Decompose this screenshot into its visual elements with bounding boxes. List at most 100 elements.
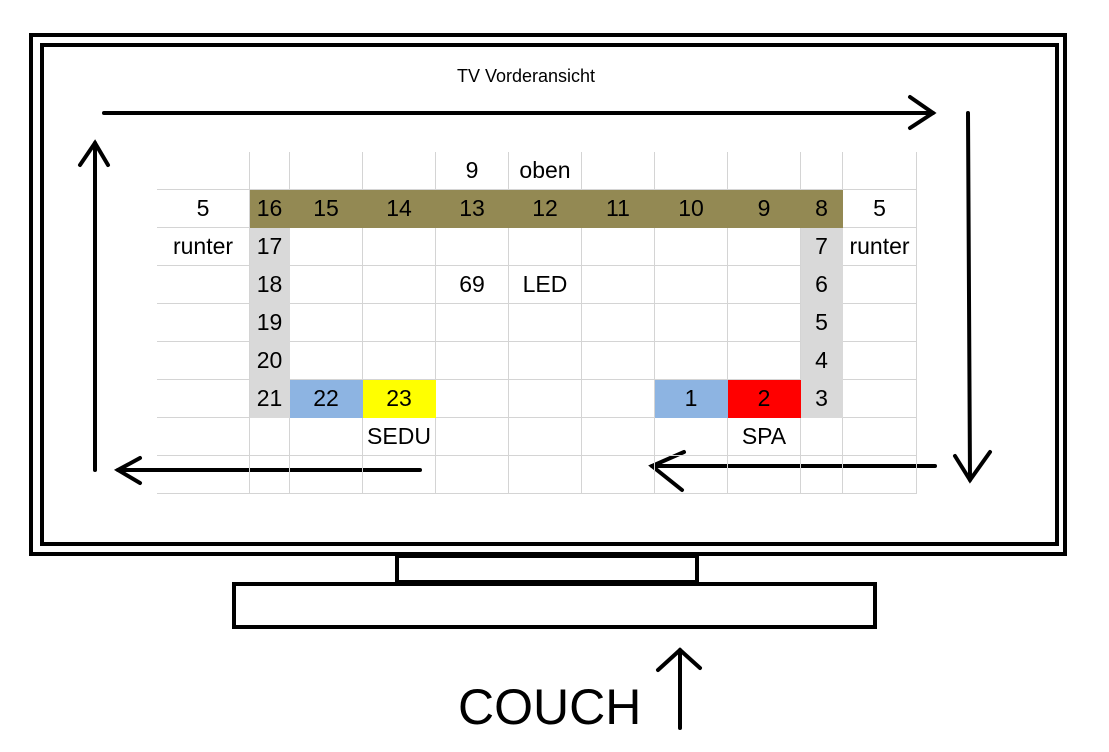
grid-cell (290, 456, 363, 494)
grid-cell (801, 418, 843, 456)
grid-cell (363, 266, 436, 304)
grid-cell (363, 228, 436, 266)
grid-cell (728, 342, 801, 380)
grid-cell-3: 3 (801, 380, 843, 418)
arrow-down-right-icon (953, 111, 992, 484)
grid-cell (509, 304, 582, 342)
grid-cell-11: 11 (582, 190, 655, 228)
grid-cell-oben: oben (509, 152, 582, 190)
grid-cell (582, 380, 655, 418)
grid-cell (509, 456, 582, 494)
grid-cell (843, 418, 917, 456)
arrow-left-bottom-left-icon (113, 456, 422, 485)
grid-cell (582, 228, 655, 266)
grid-cell (655, 266, 728, 304)
grid-cell (157, 456, 250, 494)
grid-cell (157, 380, 250, 418)
grid-cell-69: 69 (436, 266, 509, 304)
grid-cell-9: 9 (728, 190, 801, 228)
grid-cell (843, 342, 917, 380)
grid-cell-23: 23 (363, 380, 436, 418)
grid-cell-17: 17 (250, 228, 290, 266)
grid-cell-4: 4 (801, 342, 843, 380)
grid-cell-runter: runter (157, 228, 250, 266)
grid-cell (509, 342, 582, 380)
grid-cell (250, 456, 290, 494)
grid-cell (655, 228, 728, 266)
grid-cell (290, 304, 363, 342)
grid-cell (655, 418, 728, 456)
grid-cell (582, 418, 655, 456)
grid-cell (801, 152, 843, 190)
grid-cell (250, 418, 290, 456)
grid-cell-led: LED (509, 266, 582, 304)
grid-cell-spa: SPA (728, 418, 801, 456)
grid-cell (157, 418, 250, 456)
grid-cell (436, 228, 509, 266)
grid-cell (436, 304, 509, 342)
grid-cell (250, 152, 290, 190)
grid-cell-16: 16 (250, 190, 290, 228)
grid-cell (801, 456, 843, 494)
grid-cell (157, 152, 250, 190)
grid-cell-18: 18 (250, 266, 290, 304)
grid-cell (843, 380, 917, 418)
grid-cell-15: 15 (290, 190, 363, 228)
grid-cell (728, 228, 801, 266)
grid-cell (157, 342, 250, 380)
grid-cell (157, 304, 250, 342)
grid-cell (655, 456, 728, 494)
grid-cell (655, 152, 728, 190)
grid-cell (363, 456, 436, 494)
grid-cell (655, 342, 728, 380)
grid-cell-8: 8 (801, 190, 843, 228)
grid-cell (582, 266, 655, 304)
grid-cell (582, 152, 655, 190)
grid-cell-14: 14 (363, 190, 436, 228)
grid-cell (728, 304, 801, 342)
grid-cell (290, 342, 363, 380)
grid-cell (843, 456, 917, 494)
grid-cell (509, 380, 582, 418)
arrow-left-bottom-right-icon (648, 450, 937, 492)
grid-cell (363, 304, 436, 342)
grid-cell (157, 266, 250, 304)
grid-cell (436, 418, 509, 456)
grid-cell (728, 152, 801, 190)
grid-cell-runter: runter (843, 228, 917, 266)
grid-cell (843, 266, 917, 304)
grid-cell (436, 456, 509, 494)
grid-cell (290, 266, 363, 304)
grid-cell (582, 456, 655, 494)
tv-inner-frame (40, 43, 1059, 546)
grid-cell (290, 228, 363, 266)
grid-cell (436, 380, 509, 418)
grid-cell-22: 22 (290, 380, 363, 418)
grid-cell-19: 19 (250, 304, 290, 342)
grid-cell-7: 7 (801, 228, 843, 266)
grid-cell-12: 12 (509, 190, 582, 228)
grid-cell (363, 342, 436, 380)
grid-cell-10: 10 (655, 190, 728, 228)
grid-cell (843, 304, 917, 342)
grid-cell-5: 5 (843, 190, 917, 228)
grid-cell (655, 304, 728, 342)
grid-cell (290, 152, 363, 190)
grid-cell-2: 2 (728, 380, 801, 418)
couch-label: COUCH (458, 679, 642, 735)
grid-cell-21: 21 (250, 380, 290, 418)
grid-cell-5: 5 (801, 304, 843, 342)
grid-cell-1: 1 (655, 380, 728, 418)
grid-cell (728, 266, 801, 304)
grid-cell-13: 13 (436, 190, 509, 228)
tv-stand-base (232, 582, 877, 629)
grid-cell (582, 304, 655, 342)
arrow-up-couch-icon (656, 647, 702, 730)
grid-cell-5: 5 (157, 190, 250, 228)
grid-cell (363, 152, 436, 190)
grid-cell-9: 9 (436, 152, 509, 190)
arrow-up-left-icon (78, 139, 110, 472)
grid-cell (509, 418, 582, 456)
grid-cell (582, 342, 655, 380)
